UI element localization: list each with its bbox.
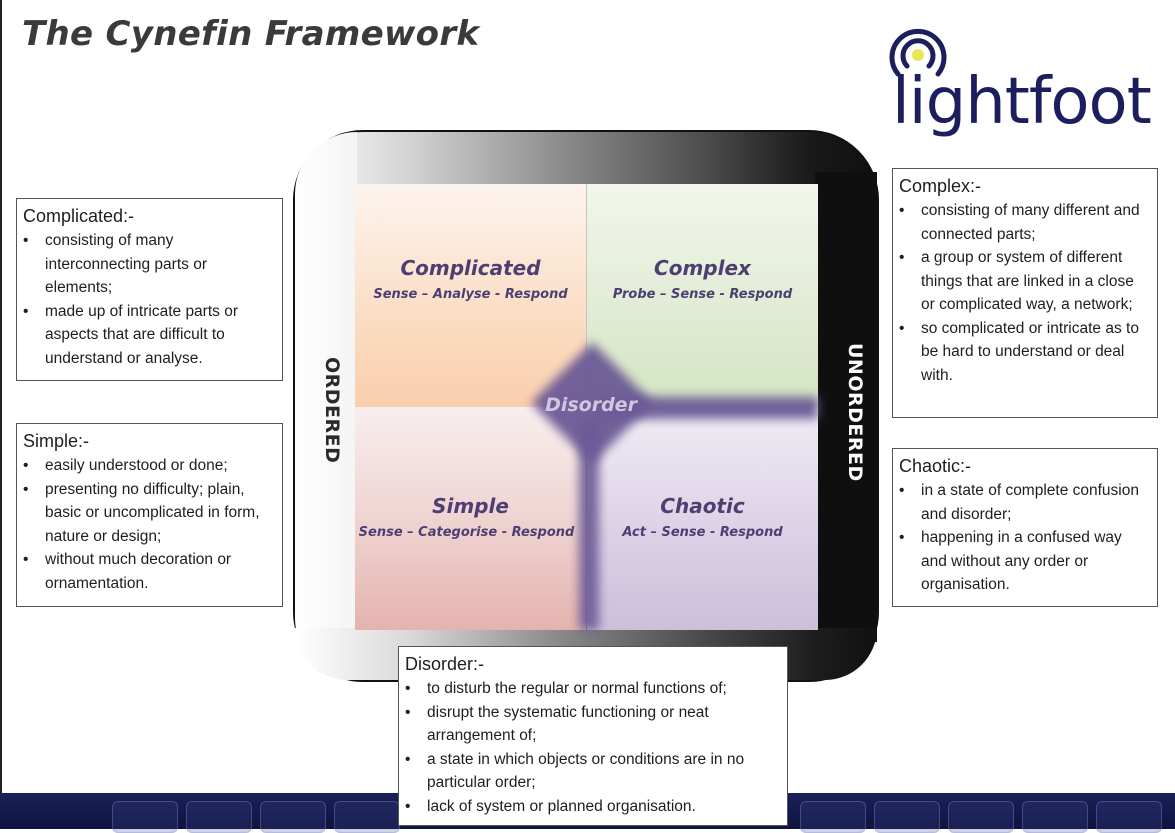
quadrant-title: Chaotic (660, 494, 745, 518)
footer-tile (112, 801, 178, 833)
definition-item: disrupt the systematic functioning or ne… (405, 701, 779, 748)
footer-tile (186, 801, 252, 833)
footer-tile (1096, 801, 1162, 833)
quadrant-approach: Act – Sense - Respond (622, 525, 783, 540)
footer-tile (948, 801, 1014, 833)
definition-title: Complicated:- (23, 206, 135, 226)
footer-tile (334, 801, 400, 833)
signal-broadcast-icon (889, 28, 947, 77)
definition-simple: Simple:- easily understood or done; pres… (16, 423, 283, 607)
lightfoot-logo: lightfoot (888, 26, 1152, 156)
definition-item: consisting of many different and connect… (899, 199, 1149, 246)
disorder-vertical-band (579, 420, 599, 630)
quadrant-complex: Complex Probe – Sense - Respond (587, 184, 818, 407)
definition-complicated: Complicated:- consisting of many interco… (16, 198, 283, 381)
ordered-label: ORDERED (321, 356, 343, 464)
quadrant-approach: Probe – Sense - Respond (612, 287, 793, 302)
definition-complex: Complex:- consisting of many different a… (892, 168, 1158, 418)
definition-item: lack of system or planned organisation. (405, 795, 779, 819)
frame-unordered-side (815, 172, 877, 642)
quadrant-title: Simple (432, 494, 509, 518)
quadrant-complicated: Complicated Sense – Analyse - Respond (355, 184, 586, 407)
definition-item: so complicated or intricate as to be har… (899, 317, 1149, 388)
definition-item: happening in a confused way and without … (899, 526, 1149, 597)
definition-item: easily understood or done; (23, 454, 274, 478)
definition-item: without much decoration or ornamentation… (23, 548, 274, 595)
disorder-horizontal-band (600, 397, 818, 419)
footer-tile (800, 801, 866, 833)
quadrant-title: Complicated (400, 256, 541, 280)
definition-chaotic: Chaotic:- in a state of complete confusi… (892, 448, 1158, 607)
quadrant-simple: Simple Sense – Categorise - Respond (355, 407, 586, 630)
footer-tile (1022, 801, 1088, 833)
frame-ordered-side (295, 132, 357, 680)
footer-tile (260, 801, 326, 833)
quadrant-chaotic: Chaotic Act – Sense - Respond (587, 407, 818, 630)
definition-item: made up of intricate parts or aspects th… (23, 300, 274, 371)
quadrant-approach: Sense – Categorise - Respond (358, 525, 575, 540)
logo-wordmark: lightfoot (892, 65, 1152, 139)
quadrant-title: Complex (654, 256, 751, 280)
unordered-label: UNORDERED (844, 342, 866, 482)
definition-item: presenting no difficulty; plain, basic o… (23, 478, 274, 549)
definition-item: a group or system of different things th… (899, 246, 1149, 317)
cynefin-grid: Complicated Sense – Analyse - Respond Co… (355, 184, 818, 630)
quadrant-approach: Sense – Analyse - Respond (373, 287, 568, 302)
definition-item: consisting of many interconnecting parts… (23, 229, 274, 300)
definition-disorder: Disorder:- to disturb the regular or nor… (398, 646, 788, 826)
page-title: The Cynefin Framework (22, 14, 480, 54)
definition-title: Simple:- (23, 431, 90, 451)
definition-item: in a state of complete confusion and dis… (899, 479, 1149, 526)
definition-item: a state in which objects or conditions a… (405, 748, 779, 795)
definition-title: Complex:- (899, 176, 982, 196)
grid-divider (586, 184, 587, 407)
footer-tile (874, 801, 940, 833)
disorder-label: Disorder (545, 394, 637, 416)
definition-title: Disorder:- (405, 654, 485, 674)
definition-title: Chaotic:- (899, 456, 972, 476)
definition-item: to disturb the regular or normal functio… (405, 677, 779, 701)
